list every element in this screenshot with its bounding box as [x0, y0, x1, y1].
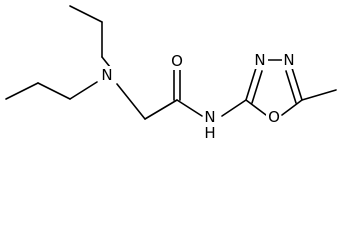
atom-h-amide: H	[204, 124, 215, 142]
atom-n-ring-1: N	[254, 51, 265, 69]
bond-ch2-co	[144, 99, 178, 120]
bond-co-nh	[176, 99, 203, 117]
bond-propyl1-c1-c2	[69, 5, 103, 23]
bonds	[5, 5, 337, 120]
bond-ring-c2-n3-double-a	[245, 67, 257, 101]
bond-ring-o1-c2	[245, 99, 267, 116]
atom-o-carbonyl: O	[171, 52, 183, 70]
bond-propyl2-c2-c3	[5, 82, 39, 100]
atom-n-amine: N	[101, 66, 112, 84]
bond-ring-c5-o1	[281, 99, 303, 116]
bond-n-ch2	[116, 83, 146, 120]
bond-ring-n4-c5-double-b	[285, 70, 297, 104]
bond-propyl2-c1-c2	[37, 82, 71, 100]
bond-ring-c2-n3-double-b	[251, 70, 263, 104]
bond-ring-n4-c5-double-a	[291, 67, 303, 101]
bond-nh-ring-c2	[221, 99, 247, 117]
bond-propyl1-c3-n	[101, 56, 111, 68]
bond-c5-methyl	[301, 89, 337, 101]
atom-labels: N O N H N N O	[100, 51, 297, 142]
atom-n-amide: N	[204, 108, 215, 126]
bond-propyl2-n-c1	[69, 81, 98, 100]
atom-n-ring-2: N	[283, 51, 294, 69]
atom-o-ring: O	[268, 108, 280, 126]
chemical-structure-diagram: N O N H N N O	[5, 5, 337, 142]
